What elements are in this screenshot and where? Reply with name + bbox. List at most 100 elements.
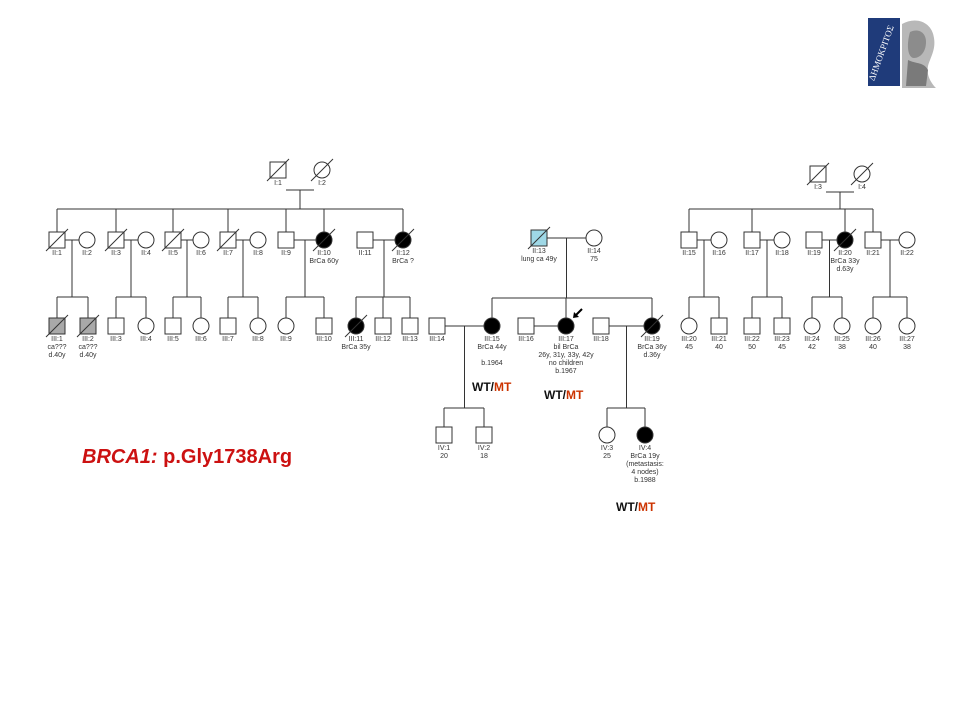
deceased-slash <box>850 162 874 186</box>
individual-annotation: d.40y <box>48 352 66 359</box>
genotype-mt: MT <box>566 388 584 402</box>
individual-id-label: IV:3 <box>601 445 613 452</box>
female-symbol <box>898 317 916 335</box>
individual-annotation: 25 <box>603 453 611 460</box>
male-symbol <box>517 317 535 335</box>
individual-id-label: III:27 <box>899 336 915 343</box>
female-symbol <box>137 231 155 249</box>
deceased-slash <box>312 228 336 252</box>
male-symbol <box>401 317 419 335</box>
deceased-slash <box>310 158 334 182</box>
individual-i-3: I:3 <box>806 162 830 191</box>
individual-iv-1: IV:120 <box>435 426 453 460</box>
individual-id-label: III:25 <box>834 336 850 343</box>
female-symbol <box>249 317 267 335</box>
individual-id-label: III:24 <box>804 336 820 343</box>
individual-annotation: BrCa 19y <box>630 453 660 460</box>
individual-ii-17: II:17 <box>743 231 761 257</box>
individual-id-label: II:10 <box>317 250 331 257</box>
male-symbol <box>435 426 453 444</box>
individual-annotation: d.63y <box>836 266 854 273</box>
individual-id-label: III:15 <box>484 336 500 343</box>
individual-id-label: II:22 <box>900 250 914 257</box>
female-symbol <box>192 317 210 335</box>
deceased-slash <box>104 228 128 252</box>
individual-iii-13: III:13 <box>401 317 419 343</box>
female-symbol <box>137 317 155 335</box>
female-symbol <box>710 231 728 249</box>
deceased-slash <box>806 162 830 186</box>
deceased-slash <box>266 158 290 182</box>
individual-id-label: III:14 <box>429 336 445 343</box>
individual-id-label: III:12 <box>375 336 391 343</box>
individual-ii-22: II:22 <box>898 231 916 257</box>
genotype-label-iv4: WT/MT <box>616 500 655 514</box>
individual-id-label: IV:1 <box>438 445 450 452</box>
deceased-slash <box>216 228 240 252</box>
female-symbol <box>864 317 882 335</box>
individual-ii-6: II:6 <box>192 231 210 257</box>
male-symbol <box>773 317 791 335</box>
individual-id-label: III:2 <box>82 336 94 343</box>
male-symbol <box>864 231 882 249</box>
individual-id-label: IV:4 <box>639 445 651 452</box>
individual-id-label: III:22 <box>744 336 760 343</box>
individual-id-label: II:18 <box>775 250 789 257</box>
deceased-slash <box>344 314 368 338</box>
individual-annotation: bil BrCa <box>554 344 579 351</box>
individual-id-label: III:11 <box>348 336 363 343</box>
genotype-separator: / <box>634 500 638 514</box>
variant-name: p.Gly1738Arg <box>163 446 293 468</box>
individual-id-label: I:3 <box>814 184 822 191</box>
individual-iii-6: III:6 <box>192 317 210 343</box>
individual-annotation: d.36y <box>643 352 661 359</box>
deceased-slash <box>161 228 185 252</box>
individual-annotation: 40 <box>869 344 877 351</box>
affected-female-symbol <box>636 426 654 444</box>
male-symbol <box>680 231 698 249</box>
individual-id-label: II:19 <box>807 250 821 257</box>
individual-id-label: II:7 <box>223 250 233 257</box>
individual-iii-9: III:9 <box>277 317 295 343</box>
male-symbol <box>743 317 761 335</box>
male-symbol <box>374 317 392 335</box>
individual-iii-5: III:5 <box>164 317 182 343</box>
individual-annotation: BrCa 60y <box>309 258 339 265</box>
individual-ii-7: II:7 <box>216 228 240 257</box>
individual-ii-15: II:15 <box>680 231 698 257</box>
individual-ii-3: II:3 <box>104 228 128 257</box>
female-symbol <box>898 231 916 249</box>
individual-iii-10: III:10 <box>315 317 333 343</box>
individual-id-label: III:9 <box>280 336 292 343</box>
individual-id-label: III:10 <box>316 336 332 343</box>
genotype-wt: WT <box>472 380 491 394</box>
individual-annotation: 42 <box>808 344 816 351</box>
individual-annotation: d.40y <box>79 352 97 359</box>
individual-id-label: III:17 <box>558 336 574 343</box>
individual-ii-2: II:2 <box>78 231 96 257</box>
proband-arrow-icon <box>573 308 583 318</box>
individual-annotation: 26y, 31y, 33y, 42y <box>538 352 594 359</box>
individual-id-label: III:6 <box>195 336 207 343</box>
individual-iii-12: III:12 <box>374 317 392 343</box>
individual-id-label: II:21 <box>866 250 880 257</box>
individual-id-label: I:2 <box>318 180 326 187</box>
individual-id-label: II:15 <box>682 250 696 257</box>
individual-id-label: II:8 <box>253 250 263 257</box>
individual-annotation: 40 <box>715 344 723 351</box>
male-symbol <box>428 317 446 335</box>
individual-id-label: III:19 <box>644 336 660 343</box>
individual-id-label: II:3 <box>111 250 121 257</box>
individual-ii-21: II:21 <box>864 231 882 257</box>
individual-id-label: II:11 <box>358 250 371 257</box>
genotype-mt: MT <box>638 500 656 514</box>
individual-id-label: II:17 <box>745 250 759 257</box>
individual-annotation: 50 <box>748 344 756 351</box>
individual-id-label: III:8 <box>252 336 264 343</box>
individual-i-4: I:4 <box>850 162 874 191</box>
